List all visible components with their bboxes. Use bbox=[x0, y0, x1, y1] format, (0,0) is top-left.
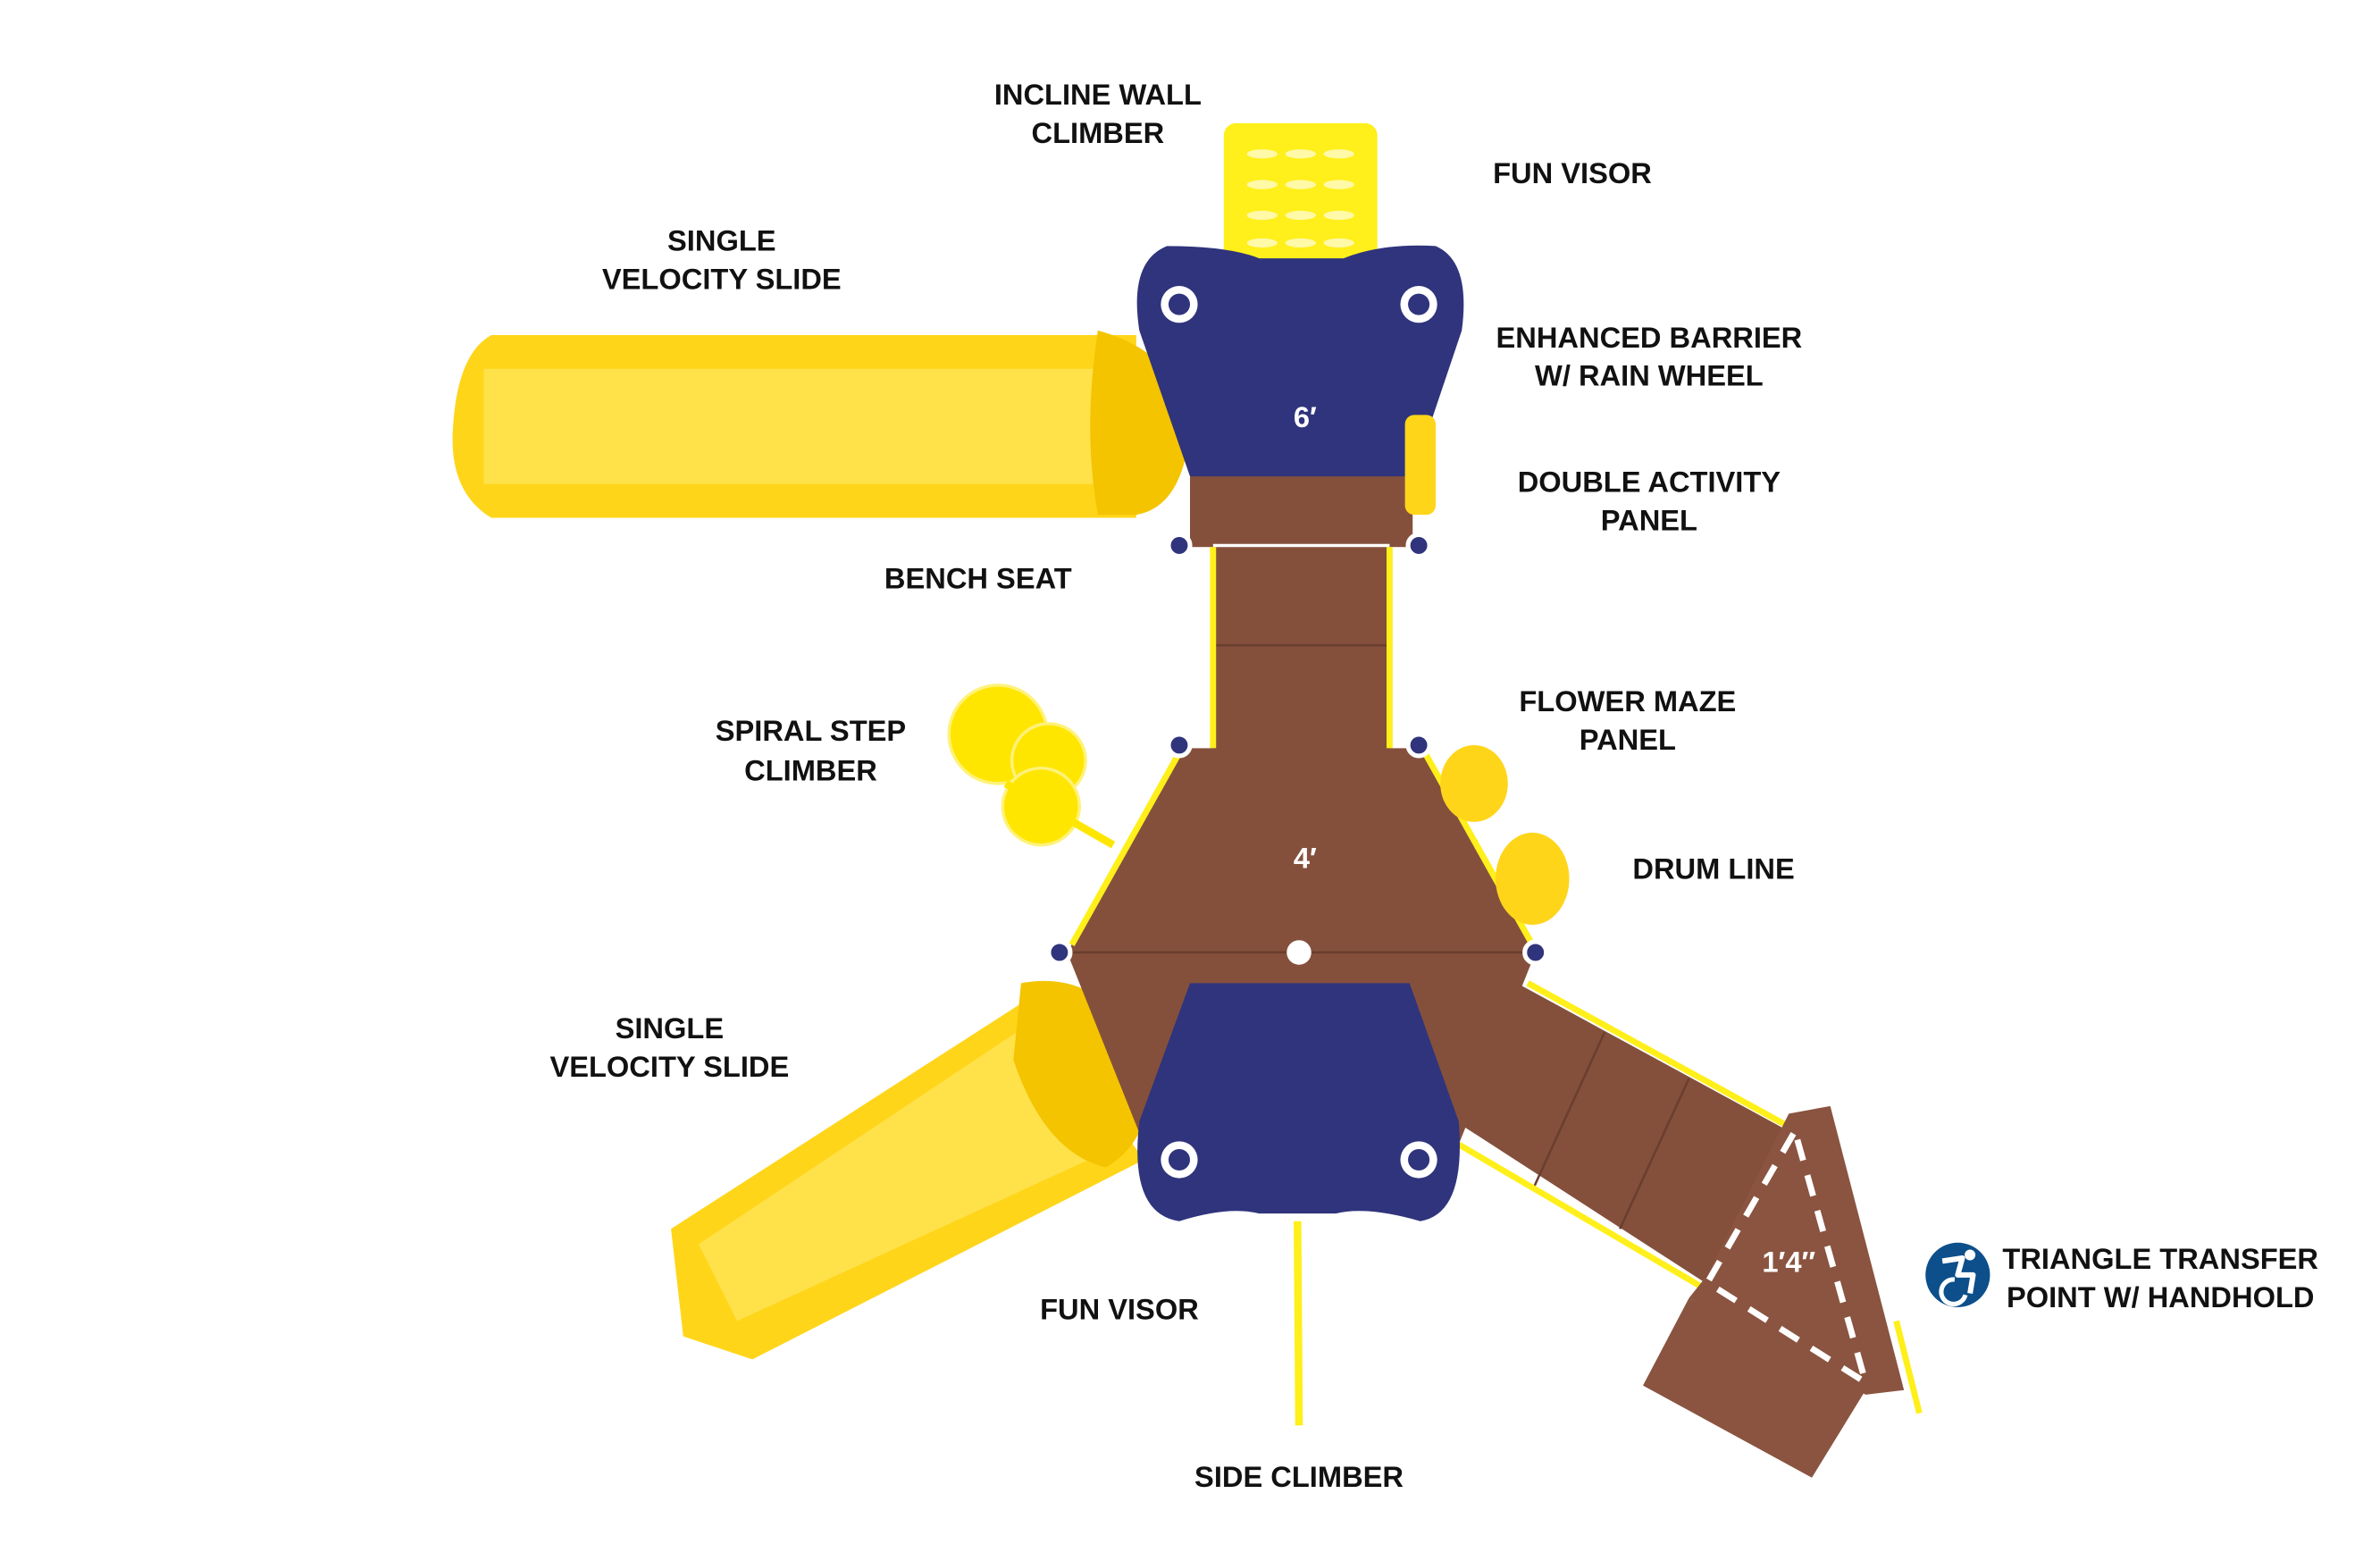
label-triangle-transfer-1: TRIANGLE TRANSFER bbox=[2002, 1242, 2318, 1275]
label-slide-bottom-1: SINGLE bbox=[616, 1011, 725, 1045]
fun-visor-bottom bbox=[1137, 983, 1461, 1221]
label-spiral-step-1: SPIRAL STEP bbox=[716, 714, 906, 747]
triangle-transfer-point: 1′4″ bbox=[1643, 1105, 1923, 1478]
label-incline-wall-climber-2: CLIMBER bbox=[1032, 116, 1165, 149]
upper-deck-height-label: 6′ bbox=[1294, 400, 1317, 433]
label-flower-maze-2: PANEL bbox=[1580, 723, 1676, 756]
label-enhanced-barrier-1: ENHANCED BARRIER bbox=[1496, 321, 1803, 354]
label-drum-line: DRUM LINE bbox=[1632, 852, 1794, 885]
label-incline-wall-climber-1: INCLINE WALL bbox=[994, 78, 1202, 111]
wheelchair-accessible-icon bbox=[1925, 1242, 1990, 1307]
label-side-climber: SIDE CLIMBER bbox=[1194, 1460, 1404, 1493]
middle-deck-height-label: 4′ bbox=[1294, 841, 1317, 874]
incline-wall-climber bbox=[1223, 122, 1378, 264]
label-slide-top-2: VELOCITY SLIDE bbox=[602, 262, 842, 295]
label-slide-bottom-2: VELOCITY SLIDE bbox=[549, 1050, 789, 1083]
label-double-activity-2: PANEL bbox=[1601, 503, 1697, 536]
single-velocity-slide-top bbox=[452, 330, 1190, 518]
label-fun-visor-bottom: FUN VISOR bbox=[1040, 1293, 1199, 1326]
spiral-step-climber bbox=[947, 684, 1116, 849]
side-climber bbox=[1294, 1221, 1303, 1426]
drum-line bbox=[1440, 744, 1570, 926]
transfer-ramp bbox=[1451, 980, 1796, 1294]
posts bbox=[1046, 532, 1549, 966]
label-bench-seat: BENCH SEAT bbox=[884, 562, 1072, 595]
walkway bbox=[1190, 457, 1413, 751]
label-double-activity-1: DOUBLE ACTIVITY bbox=[1518, 465, 1781, 498]
label-spiral-step-2: CLIMBER bbox=[744, 753, 877, 786]
transfer-height-label: 1′4″ bbox=[1762, 1245, 1815, 1278]
fun-visor-top: 6′ bbox=[1136, 245, 1464, 477]
double-activity-panel bbox=[1404, 415, 1436, 516]
label-slide-top-1: SINGLE bbox=[667, 223, 776, 256]
handhold bbox=[1893, 1320, 1923, 1414]
label-enhanced-barrier-2: W/ RAIN WHEEL bbox=[1535, 359, 1764, 392]
label-triangle-transfer-2: POINT W/ HANDHOLD bbox=[2007, 1280, 2315, 1313]
label-flower-maze-1: FLOWER MAZE bbox=[1519, 684, 1736, 717]
label-fun-visor-top: FUN VISOR bbox=[1493, 156, 1652, 189]
